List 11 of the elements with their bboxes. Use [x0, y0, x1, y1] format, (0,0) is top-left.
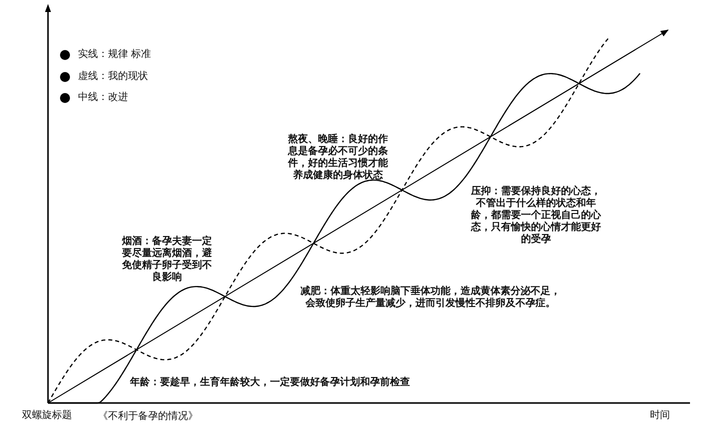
annotation-text: 减肥：体重太轻影响脑下垂体功能，造成黄体素分泌不足，会致使卵子生产量减少，进而引发慢性不排卵及不孕症。 [300, 286, 562, 310]
annotation-text: 年龄：要趁早，生育年龄较大，一定要做好备孕计划和孕前检查 [130, 377, 411, 389]
axis-label: 时间 [650, 410, 671, 422]
annotation-text: 烟酒：备孕夫妻一定要尽量远离烟酒，避免使精子卵子受到不良影响 [120, 236, 213, 284]
axis-title: 双螺旋标题 [22, 410, 73, 422]
legend-text: 中线：改进 [78, 92, 128, 104]
legend-text: 实线：规律 标准 [78, 49, 152, 61]
legend-text: 虚线：我的现状 [78, 71, 148, 83]
chart-title: 《不利于备孕的情况》 [98, 411, 199, 423]
annotation-text: 压抑：需要保持良好的心态，不管出于什么样的状态和年龄，都需要一个正视自己的心态，只有愉快的心情才能更好的受孕 [470, 186, 602, 246]
annotation-text: 熬夜、晚睡：良好的作息是备孕必不可少的条件，好的生活习惯才能养成健康的身体状态 [286, 134, 389, 182]
